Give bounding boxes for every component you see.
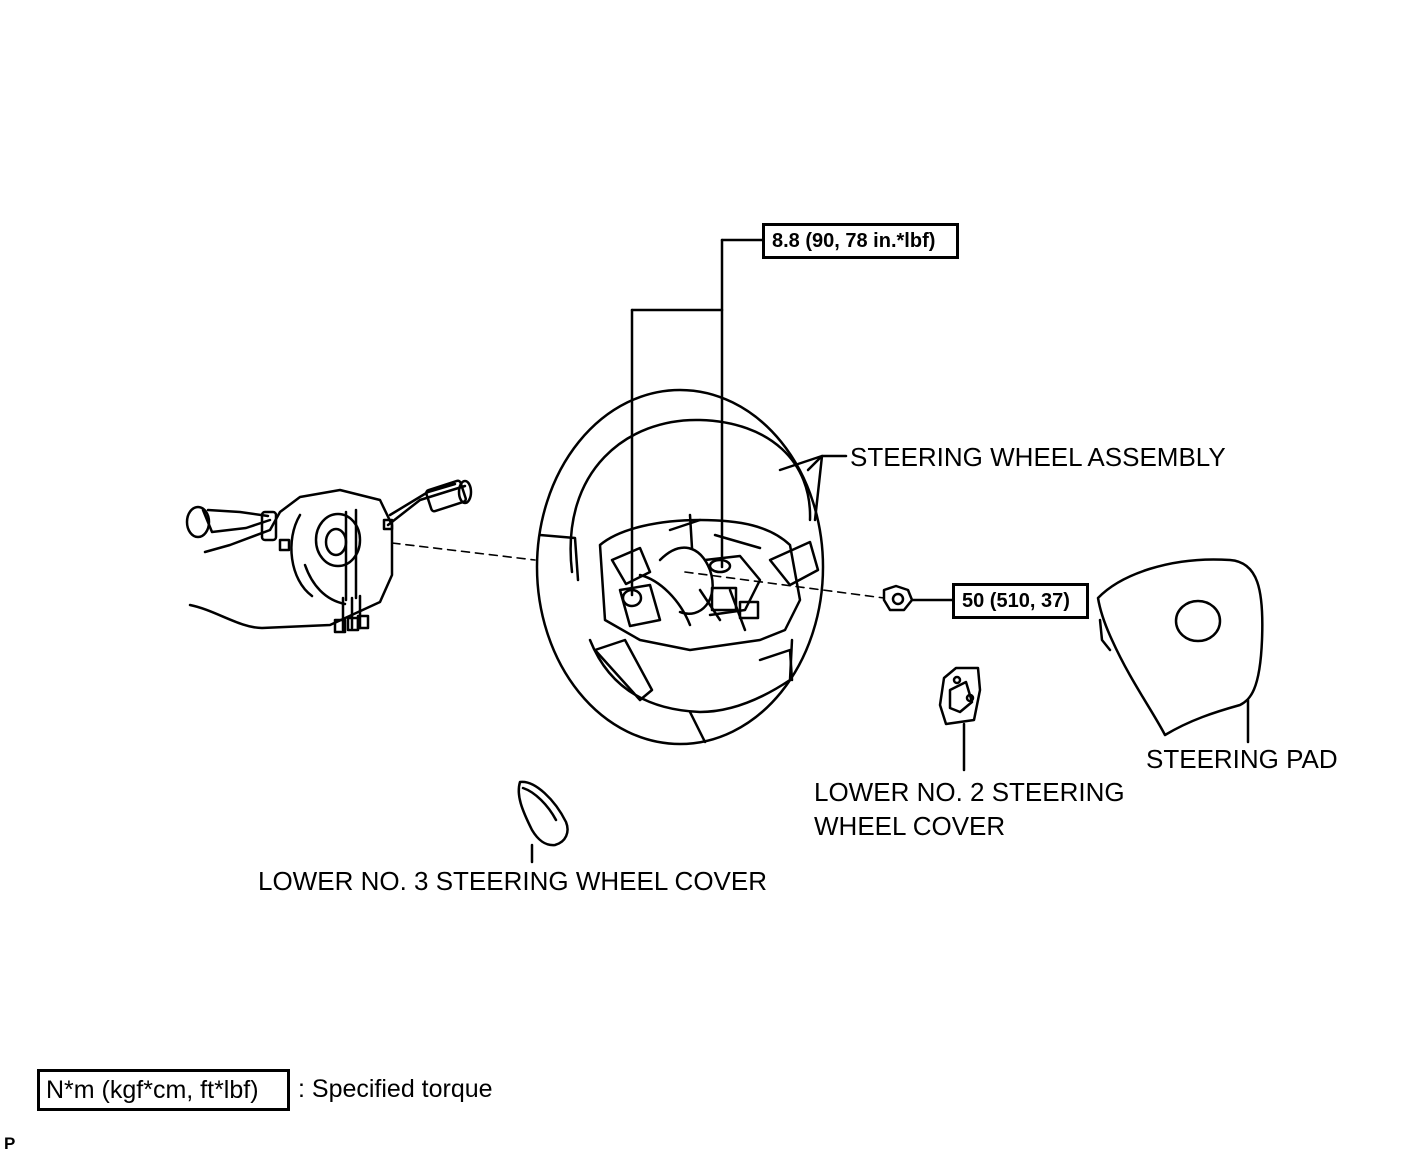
lower-no2-cover-icon xyxy=(938,666,982,726)
label-lower-no3: LOWER NO. 3 STEERING WHEEL COVER xyxy=(258,866,768,896)
legend-description: : Specified torque xyxy=(298,1075,493,1103)
label-lower-no2-line1: LOWER NO. 2 STEERING xyxy=(814,777,1125,807)
nut-icon xyxy=(882,584,914,612)
legend-unit-box: N*m (kgf*cm, ft*lbf) xyxy=(37,1069,290,1111)
torque-box-screws: 8.8 (90, 78 in.*lbf) xyxy=(762,223,959,259)
label-steering-pad: STEERING PAD xyxy=(1146,744,1338,774)
steering-pad-icon xyxy=(1096,558,1264,737)
torque-box-nut: 50 (510, 37) xyxy=(952,583,1089,619)
combination-switch-icon xyxy=(185,479,473,634)
corner-mark: P xyxy=(4,1134,16,1153)
steering-wheel-icon xyxy=(535,388,825,746)
label-lower-no2-line2: WHEEL COVER xyxy=(814,811,1006,841)
label-steering-wheel-assembly: STEERING WHEEL ASSEMBLY xyxy=(850,442,1226,472)
lower-no3-cover-icon xyxy=(517,780,569,847)
